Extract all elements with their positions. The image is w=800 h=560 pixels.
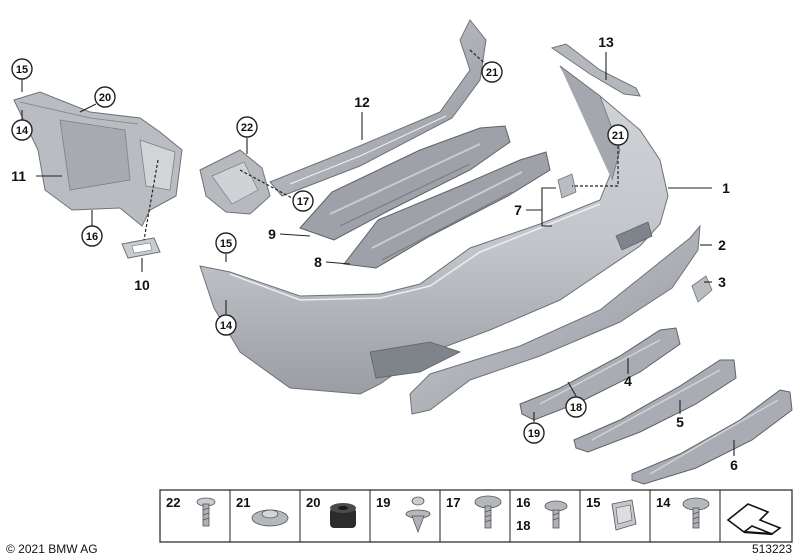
callout-16-circle	[81, 225, 103, 247]
callout-15-left-circle	[11, 58, 33, 80]
plastic-clip-19-icon	[405, 496, 431, 534]
callout-10: 10	[134, 277, 150, 293]
flange-nut-21-icon	[251, 509, 289, 527]
table-label-20: 20	[306, 495, 320, 510]
callout-18-circle	[565, 396, 587, 418]
trim-part-6[interactable]	[631, 389, 793, 485]
callouts: 15 14 20 16 22 17 21 21 15 14 18 19 11 1…	[11, 34, 738, 473]
clip-part-3[interactable]	[691, 275, 713, 303]
diagram-number: 513223	[752, 542, 792, 556]
callout-17: 17	[297, 196, 309, 208]
callout-9: 9	[268, 226, 276, 242]
callout-21-top: 21	[486, 67, 498, 79]
callout-14-center: 14	[220, 320, 233, 332]
table-label-16: 16	[516, 495, 530, 510]
callout-19: 19	[528, 428, 540, 440]
table-cell-15[interactable]: 15	[586, 495, 637, 531]
table-cell-14[interactable]: 14	[656, 495, 710, 529]
callout-1: 1	[722, 180, 730, 196]
callout-2: 2	[718, 237, 726, 253]
callout-3: 3	[718, 274, 726, 290]
callout-17-circle	[292, 190, 314, 212]
fastener-table: 22 21 20 19	[159, 489, 793, 543]
callout-7: 7	[514, 202, 522, 218]
trim-part-4[interactable]	[519, 327, 681, 421]
callout-21-right: 21	[612, 130, 624, 142]
carrier-part-9[interactable]	[299, 125, 511, 241]
callout-22: 22	[241, 122, 253, 134]
callout-18: 18	[570, 402, 582, 414]
callout-15-left: 15	[16, 64, 28, 76]
clip-part-10[interactable]	[121, 237, 161, 259]
table-label-21: 21	[236, 495, 250, 510]
table-cell-20[interactable]: 20	[306, 495, 356, 528]
callout-11: 11	[11, 168, 26, 184]
copyright: © 2021 BMW AG	[6, 542, 98, 556]
table-label-17: 17	[446, 495, 460, 510]
callout-14-left-circle	[11, 119, 33, 141]
table-cell-16-18[interactable]: 16 18	[516, 495, 568, 533]
callout-15-center-circle	[215, 232, 237, 254]
spring-nut-15-icon	[611, 499, 637, 531]
table-label-19: 19	[376, 495, 390, 510]
upper-strip-part-12[interactable]	[269, 19, 487, 197]
callout-12: 12	[354, 94, 370, 110]
collar-screw-17-icon	[474, 495, 502, 529]
table-cell-19[interactable]: 19	[376, 495, 431, 534]
callout-6: 6	[730, 457, 738, 473]
callout-21-top-circle	[481, 61, 503, 83]
callout-15-center: 15	[220, 238, 232, 250]
callout-22-circle	[236, 116, 258, 138]
callout-20-circle	[94, 86, 116, 108]
callout-4: 4	[624, 373, 632, 389]
diffuser-strip-part-2[interactable]	[409, 224, 701, 415]
table-cell-21[interactable]: 21	[236, 495, 289, 527]
callout-14-center-circle	[215, 314, 237, 336]
collar-screw-14-icon	[682, 497, 710, 529]
screw-16-18-icon	[544, 500, 568, 529]
table-cell-17[interactable]: 17	[446, 495, 502, 529]
callout-19-circle	[523, 422, 545, 444]
table-label-18: 18	[516, 518, 530, 533]
table-label-15: 15	[586, 495, 600, 510]
callout-8: 8	[314, 254, 322, 270]
callout-5: 5	[676, 414, 684, 430]
callout-21-right-circle	[607, 124, 629, 146]
screw-22-icon	[196, 497, 216, 527]
callout-13: 13	[598, 34, 614, 50]
carrier-part-8[interactable]	[343, 151, 551, 269]
callout-20: 20	[99, 92, 111, 104]
table-label-22: 22	[166, 495, 180, 510]
parts-group-icon	[726, 503, 782, 536]
bumper-cover-part-1[interactable]	[199, 65, 669, 395]
table-cell-22[interactable]: 22	[166, 495, 216, 527]
callout-14-left: 14	[16, 125, 29, 137]
bracket-part-22[interactable]	[199, 149, 271, 215]
trim-part-5[interactable]	[573, 359, 737, 453]
seal-strip-part-13[interactable]	[550, 43, 641, 97]
table-label-14: 14	[656, 495, 671, 510]
rubber-buffer-20-icon	[330, 503, 356, 528]
callout-16: 16	[86, 231, 98, 243]
bracket-left-part-11[interactable]	[13, 91, 183, 227]
